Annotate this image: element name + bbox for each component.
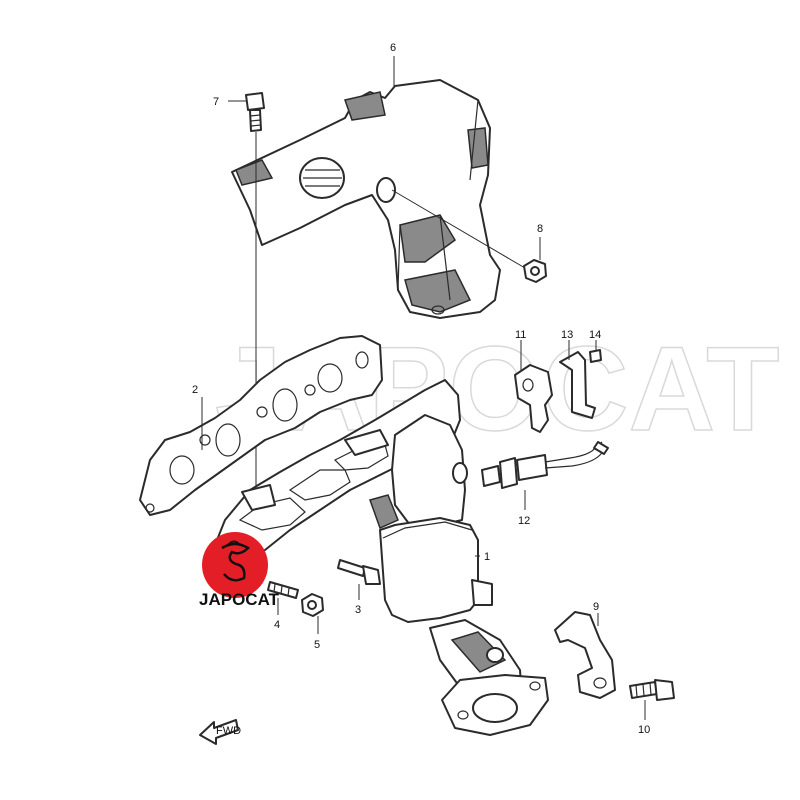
part-6-heat-shield bbox=[231, 79, 501, 319]
logo-text: JAPOCAT bbox=[199, 590, 280, 609]
part-8-nut bbox=[391, 189, 547, 283]
callout-13: 13 bbox=[561, 329, 573, 341]
callout-8: 8 bbox=[537, 223, 543, 235]
callout-11: 11 bbox=[515, 329, 526, 341]
part-12-oxygen-sensor bbox=[481, 441, 609, 510]
callout-3: 3 bbox=[355, 604, 361, 616]
part-2-gasket bbox=[139, 335, 383, 516]
logo-circle bbox=[202, 532, 268, 598]
part-7-bolt bbox=[228, 92, 265, 132]
fwd-marker: FWD bbox=[216, 725, 241, 737]
callout-9: 9 bbox=[593, 601, 599, 613]
part-1-exhaust-manifold bbox=[214, 379, 549, 736]
callout-6: 6 bbox=[390, 42, 396, 54]
part-11-sensor-bracket bbox=[514, 340, 553, 433]
callout-14: 14 bbox=[589, 329, 601, 341]
callout-4: 4 bbox=[274, 619, 280, 631]
part-14-bolt bbox=[589, 340, 602, 363]
part-13-bracket bbox=[559, 340, 596, 419]
part-9-bracket bbox=[554, 611, 616, 699]
callout-10: 10 bbox=[638, 724, 650, 736]
callout-2: 2 bbox=[192, 384, 198, 396]
part-5-nut bbox=[301, 593, 324, 634]
japocat-logo: JAPOCAT bbox=[199, 532, 280, 609]
fwd-arrow-icon: FWD bbox=[199, 719, 241, 745]
callout-12: 12 bbox=[518, 515, 530, 527]
callout-7: 7 bbox=[213, 96, 219, 108]
callout-1: 1 bbox=[484, 551, 490, 563]
part-3-stud-bolt bbox=[337, 559, 381, 600]
part-10-bolt bbox=[629, 679, 675, 720]
callout-5: 5 bbox=[314, 639, 320, 651]
part-4-stud bbox=[267, 581, 299, 615]
